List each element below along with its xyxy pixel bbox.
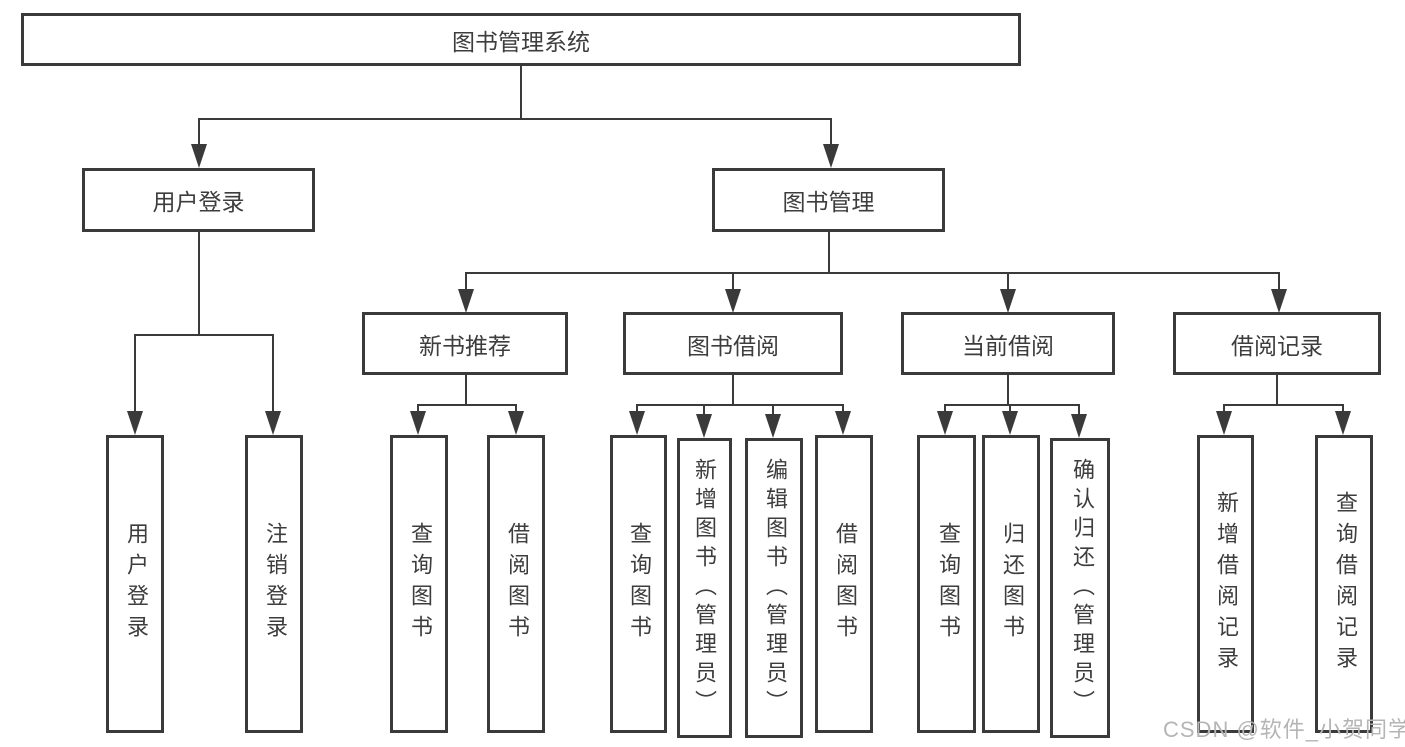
connector-drop-rec-query — [417, 404, 419, 415]
connector-book-mgmt-bar — [465, 272, 1280, 274]
arrow-logout-leaf — [265, 411, 281, 435]
connector-drop-user-login — [198, 118, 200, 150]
arrow-bb-add — [696, 414, 712, 438]
connector-user-login-stem — [198, 232, 200, 336]
leaf-bb-edit-books-admin: 编辑图书（管理员） — [745, 438, 803, 738]
connector-drop-bb-query — [636, 404, 638, 415]
connector-drop-new-book-rec — [465, 272, 467, 292]
arrow-cb-return — [1002, 411, 1018, 435]
connector-drop-br-add — [1223, 404, 1225, 415]
arrow-borrow-record — [1271, 289, 1287, 313]
connector-new-book-rec-bar — [417, 404, 517, 406]
connector-drop-cb-return — [1009, 404, 1011, 415]
node-root: 图书管理系统 — [21, 13, 1021, 66]
connector-drop-rec-borrow — [515, 404, 517, 415]
leaf-rec-query-books: 查询图书 — [390, 435, 448, 733]
leaf-cb-confirm-return-admin: 确认归还（管理员） — [1050, 438, 1110, 738]
arrow-book-mgmt — [823, 144, 839, 168]
csdn-watermark: CSDN @软件_小贺同学 — [1163, 717, 1405, 742]
leaf-bb-borrow-books: 借阅图书 — [815, 435, 873, 733]
arrow-bb-borrow — [835, 411, 851, 435]
node-book-mgmt: 图书管理 — [712, 168, 945, 232]
arrow-bb-query — [629, 411, 645, 435]
connector-user-login-bar — [134, 334, 274, 336]
leaf-rec-borrow-books: 借阅图书 — [487, 435, 545, 733]
arrow-br-add — [1216, 411, 1232, 435]
connector-drop-borrow-record — [1278, 272, 1280, 292]
arrow-user-login — [191, 144, 207, 168]
connector-root-bar — [198, 118, 832, 120]
connector-drop-cb-query — [944, 404, 946, 415]
leaf-user-login: 用户登录 — [106, 435, 164, 733]
arrow-br-query — [1335, 411, 1351, 435]
arrow-book-borrow — [725, 289, 741, 313]
arrow-rec-borrow — [508, 411, 524, 435]
connector-drop-current-borrow — [1007, 272, 1009, 292]
arrow-cb-confirm — [1071, 414, 1087, 438]
connector-drop-br-query — [1342, 404, 1344, 415]
connector-current-borrow-bar — [944, 404, 1080, 406]
connector-book-mgmt-stem — [828, 232, 830, 274]
leaf-cb-query-books: 查询图书 — [917, 435, 976, 733]
node-user-login: 用户登录 — [82, 168, 315, 232]
leaf-br-add-record: 新增借阅记录 — [1197, 435, 1254, 733]
connector-drop-bb-borrow — [842, 404, 844, 415]
node-new-book-rec: 新书推荐 — [362, 312, 568, 375]
connector-root-stem — [520, 66, 522, 120]
connector-drop-logout-leaf — [272, 334, 274, 415]
leaf-cb-return-books: 归还图书 — [982, 435, 1040, 733]
arrow-new-book-rec — [458, 289, 474, 313]
node-borrow-record: 借阅记录 — [1173, 312, 1381, 375]
connector-book-borrow-stem — [732, 375, 734, 406]
node-current-borrow: 当前借阅 — [901, 312, 1115, 375]
leaf-br-query-record: 查询借阅记录 — [1315, 435, 1373, 733]
arrow-bb-edit — [765, 414, 781, 438]
connector-drop-login-leaf — [134, 334, 136, 415]
connector-book-borrow-bar — [636, 404, 844, 406]
connector-borrow-record-stem — [1276, 375, 1278, 406]
node-book-borrow: 图书借阅 — [623, 312, 843, 375]
arrow-current-borrow — [1000, 289, 1016, 313]
arrow-rec-query — [410, 411, 426, 435]
connector-drop-cb-confirm — [1078, 404, 1080, 415]
connector-drop-book-borrow — [732, 272, 734, 292]
leaf-bb-add-books-admin: 新增图书（管理员） — [677, 438, 732, 738]
connector-drop-bb-edit — [772, 404, 774, 415]
connector-new-book-rec-stem — [465, 375, 467, 406]
connector-drop-book-mgmt — [830, 118, 832, 150]
leaf-logout: 注销登录 — [245, 435, 303, 733]
leaf-bb-query-books: 查询图书 — [610, 435, 667, 733]
connector-current-borrow-stem — [1007, 375, 1009, 406]
arrow-cb-query — [937, 411, 953, 435]
connector-drop-bb-add — [703, 404, 705, 415]
arrow-login-leaf — [127, 411, 143, 435]
connector-borrow-record-bar — [1223, 404, 1344, 406]
